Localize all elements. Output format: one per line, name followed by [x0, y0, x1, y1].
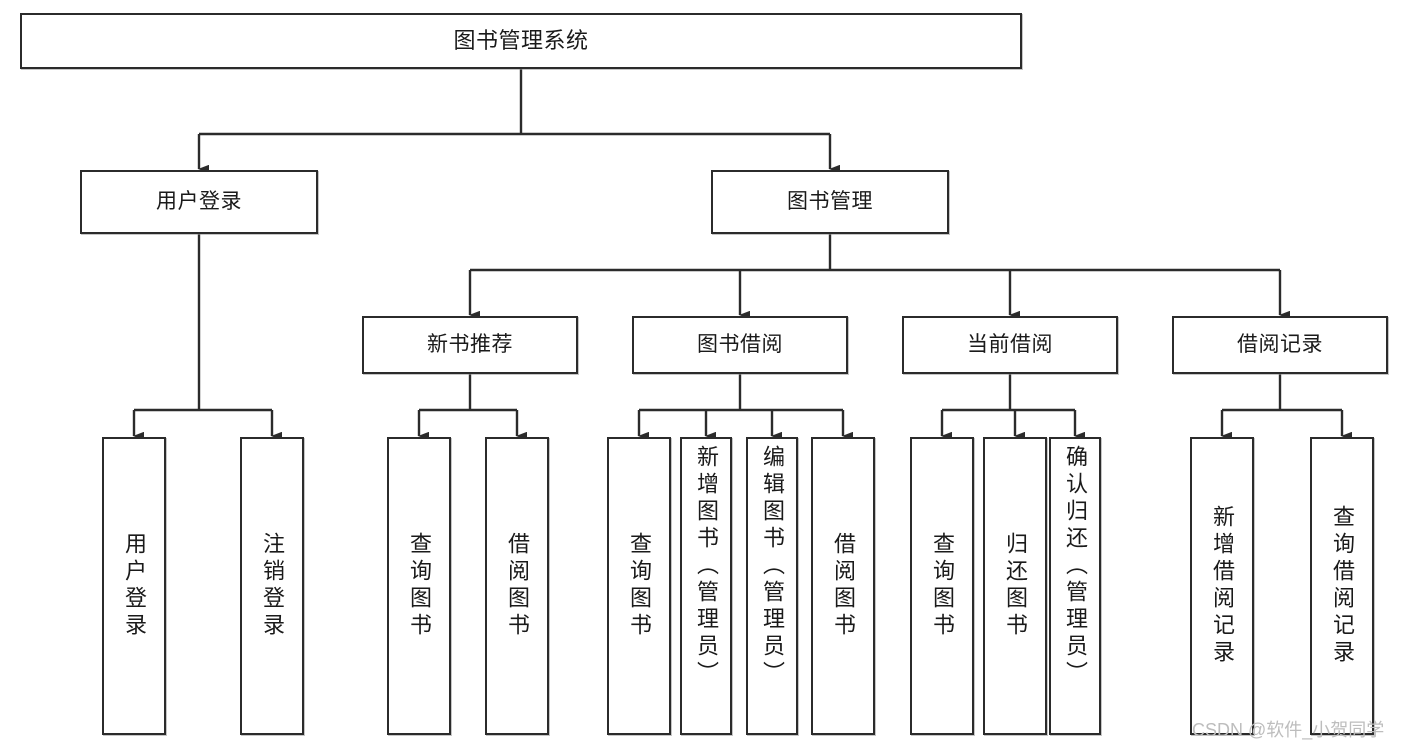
node-label: 借阅记录 — [1237, 333, 1323, 357]
node-leaf-add-record[interactable]: 新增借阅记录 — [1190, 437, 1254, 735]
node-book-manage[interactable]: 图书管理 — [711, 170, 949, 234]
node-leaf-query-book-2[interactable]: 查询图书 — [607, 437, 671, 735]
node-leaf-query-book-1[interactable]: 查询图书 — [387, 437, 451, 735]
node-label: 图书管理系统 — [453, 27, 589, 53]
node-label: 用户登录 — [156, 190, 242, 214]
node-label: 借阅图书 — [831, 532, 856, 640]
node-leaf-borrow-book-1[interactable]: 借阅图书 — [485, 437, 549, 735]
node-leaf-query-book-3[interactable]: 查询图书 — [910, 437, 974, 735]
node-label: 图书管理 — [787, 190, 873, 214]
node-label: 归还图书 — [1003, 532, 1028, 640]
node-leaf-borrow-book-2[interactable]: 借阅图书 — [811, 437, 875, 735]
node-current-borrow[interactable]: 当前借阅 — [902, 316, 1118, 374]
node-label: 确认归还（管理员） — [1063, 445, 1088, 688]
node-label: 借阅图书 — [505, 532, 530, 640]
node-label: 当前借阅 — [967, 333, 1053, 357]
node-label: 用户登录 — [122, 532, 147, 640]
node-label: 新增图书（管理员） — [694, 445, 719, 688]
node-borrow-record[interactable]: 借阅记录 — [1172, 316, 1388, 374]
node-label: 新增借阅记录 — [1210, 505, 1235, 667]
node-label: 查询图书 — [627, 532, 652, 640]
node-leaf-edit-book[interactable]: 编辑图书（管理员） — [746, 437, 798, 735]
node-user-login[interactable]: 用户登录 — [80, 170, 318, 234]
node-leaf-user-login[interactable]: 用户登录 — [102, 437, 166, 735]
node-book-borrow[interactable]: 图书借阅 — [632, 316, 848, 374]
node-label: 查询图书 — [407, 532, 432, 640]
node-leaf-return-book[interactable]: 归还图书 — [983, 437, 1047, 735]
node-leaf-logout[interactable]: 注销登录 — [240, 437, 304, 735]
node-label: 编辑图书（管理员） — [760, 445, 785, 688]
node-root[interactable]: 图书管理系统 — [20, 13, 1022, 69]
node-label: 注销登录 — [260, 532, 285, 640]
node-label: 新书推荐 — [427, 333, 513, 357]
node-label: 图书借阅 — [697, 333, 783, 357]
node-leaf-query-record[interactable]: 查询借阅记录 — [1310, 437, 1374, 735]
node-leaf-confirm-return[interactable]: 确认归还（管理员） — [1049, 437, 1101, 735]
node-leaf-add-book[interactable]: 新增图书（管理员） — [680, 437, 732, 735]
node-label: 查询借阅记录 — [1330, 505, 1355, 667]
node-label: 查询图书 — [930, 532, 955, 640]
node-new-book-rec[interactable]: 新书推荐 — [362, 316, 578, 374]
